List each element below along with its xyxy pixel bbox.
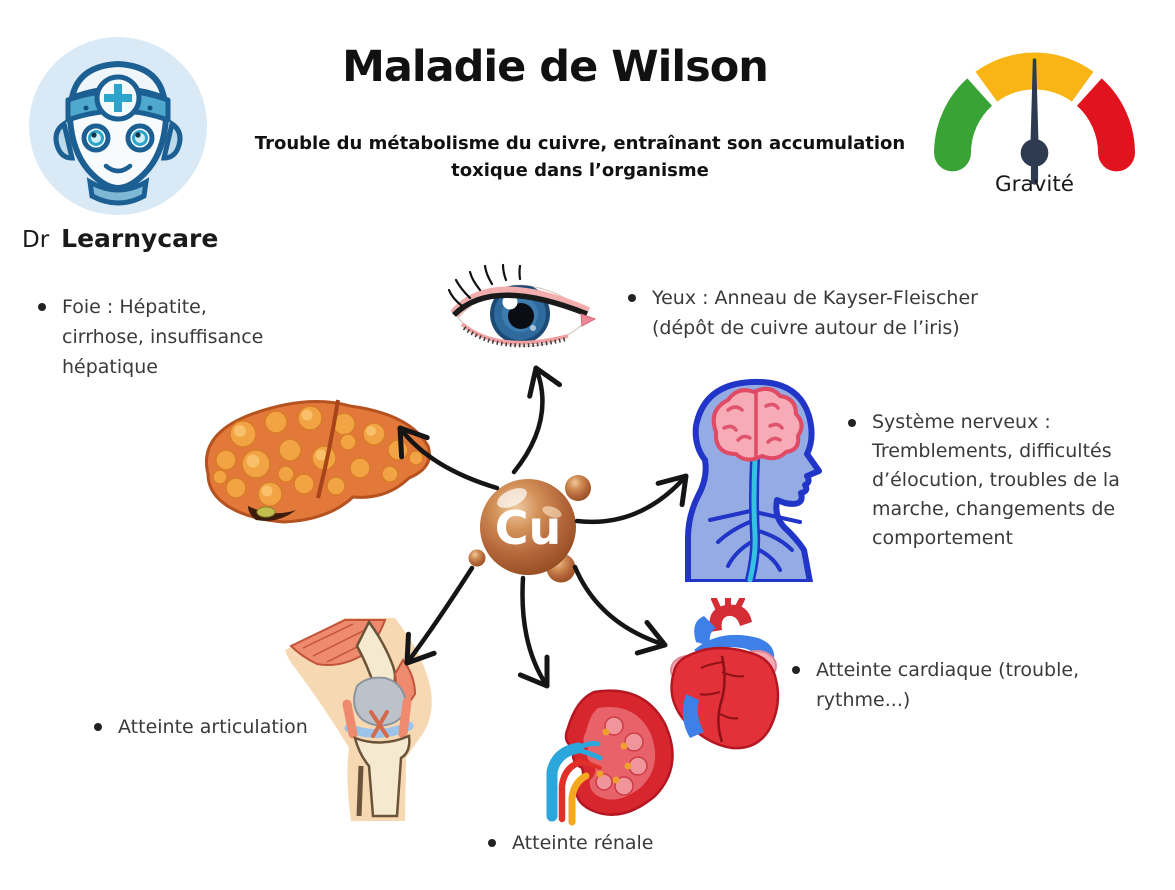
- finding-liver: Foie : Hépatite, cirrhose, insuffisance …: [32, 292, 263, 382]
- finding-heart-line: rythme...): [816, 689, 911, 711]
- finding-nervous-line: marche, changements de: [872, 498, 1116, 520]
- finding-kidney-line: Atteinte rénale: [512, 832, 654, 854]
- severity-gauge: [932, 32, 1137, 196]
- brand-name: Learnycare: [61, 224, 219, 253]
- cu-symbol: Cu: [495, 501, 562, 555]
- liver-icon: [205, 399, 431, 524]
- bullet-icon: [848, 419, 856, 427]
- eye-icon: [447, 263, 597, 348]
- finding-heart: Atteinte cardiaque (trouble, rythme...): [786, 655, 1079, 715]
- learnycare-avatar: [28, 36, 208, 216]
- finding-joints: Atteinte articulation: [88, 712, 308, 742]
- bullet-icon: [488, 839, 496, 847]
- finding-eyes-line: (dépôt de cuivre autour de l’iris): [652, 317, 960, 339]
- liver-illustration: [178, 382, 443, 551]
- page-subtitle: Trouble du métabolisme du cuivre, entraî…: [230, 130, 930, 184]
- bullet-icon: [628, 294, 636, 302]
- finding-liver-line: cirrhose, insuffisance: [62, 326, 264, 348]
- brand-prefix: Dr: [22, 227, 50, 253]
- finding-nervous-line: d’élocution, troubles de la: [872, 469, 1120, 491]
- finding-heart-line: Atteinte cardiaque (trouble,: [816, 659, 1080, 681]
- finding-eyes-line: Yeux : Anneau de Kayser-Fleischer: [652, 287, 978, 309]
- kidney-icon: [546, 689, 674, 826]
- bullet-icon: [38, 303, 46, 311]
- robot-doctor-icon: [29, 37, 207, 215]
- heart-illustration: [660, 595, 800, 757]
- finding-nervous-line: Système nerveux :: [872, 411, 1051, 433]
- knee-joint-icon: [285, 618, 432, 821]
- brain-illustration: [658, 370, 843, 586]
- page-title: Maladie de Wilson: [342, 42, 769, 92]
- subtitle-line-2: toxique dans l’organisme: [451, 160, 709, 181]
- finding-liver-line: hépatique: [62, 356, 158, 378]
- copper-sphere-icon: Cu: [468, 475, 591, 583]
- copper-atom: Cu: [448, 448, 613, 617]
- brand: Dr Learnycare: [22, 224, 252, 253]
- finding-joints-line: Atteinte articulation: [118, 716, 308, 738]
- finding-eyes: Yeux : Anneau de Kayser-Fleischer (dépôt…: [622, 283, 978, 343]
- eye-illustration: [447, 262, 598, 368]
- gauge-label: Gravité: [994, 172, 1075, 197]
- kidney-illustration: [512, 686, 687, 830]
- finding-nervous-line: Tremblements, difficultés: [872, 440, 1112, 462]
- bullet-icon: [792, 666, 800, 674]
- finding-nervous-line: comportement: [872, 527, 1013, 549]
- head-nervous-system-icon: [685, 378, 822, 585]
- subtitle-line-1: Trouble du métabolisme du cuivre, entraî…: [254, 133, 906, 154]
- finding-liver-line: Foie : Hépatite,: [62, 296, 207, 318]
- knee-joint-illustration: [283, 616, 448, 825]
- finding-kidney: Atteinte rénale: [482, 828, 654, 858]
- finding-nervous-system: Système nerveux : Tremblements, difficul…: [842, 408, 1120, 553]
- gauge-icon: [934, 52, 1135, 185]
- bullet-icon: [94, 723, 102, 731]
- heart-icon: [670, 595, 780, 750]
